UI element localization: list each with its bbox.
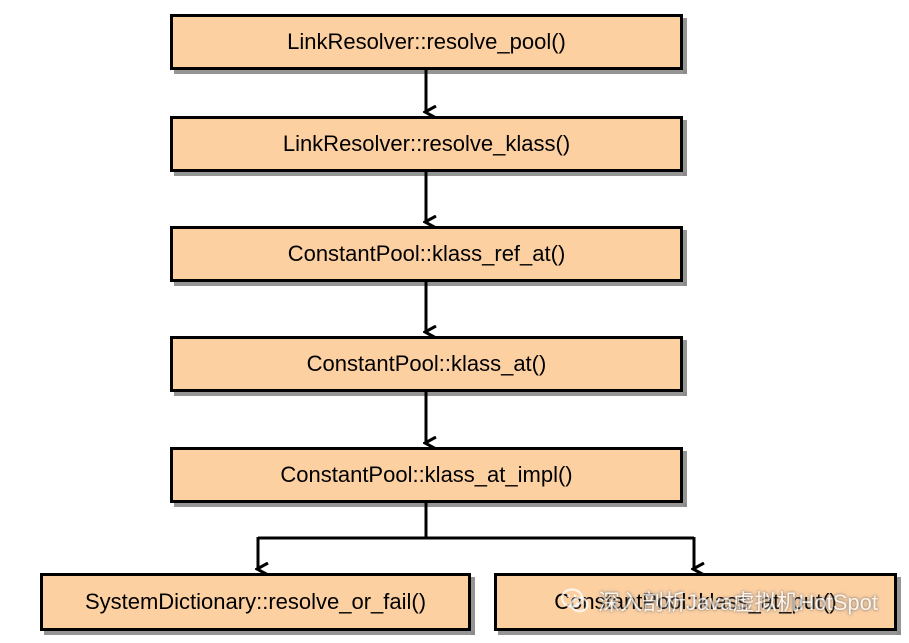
node-shadow [683,230,687,286]
wechat-icon [560,588,589,613]
node-label: ConstantPool::klass_at() [306,351,547,376]
node-resolve-or-fail: SystemDictionary::resolve_or_fail() [40,573,471,631]
node-klass-at-put: ConstantPool::klass_at_put() [494,573,897,631]
node-label: LinkResolver::resolve_klass() [282,131,571,156]
node-shadow [683,340,687,396]
node-shadow [174,172,687,176]
node-shadow [471,577,475,635]
node-label: ConstantPool::klass_ref_at() [287,241,566,266]
node-shadow [174,70,687,74]
node-shadow [44,631,475,635]
node-label: LinkResolver::resolve_pool() [287,29,566,54]
node-klass-ref-at: ConstantPool::klass_ref_at() [170,226,683,282]
node-resolve-klass: LinkResolver::resolve_klass() [170,116,683,172]
node-resolve-pool: LinkResolver::resolve_pool() [170,14,683,70]
node-shadow [897,577,901,635]
node-klass-at-impl: ConstantPool::klass_at_impl() [170,447,683,503]
watermark: 深入剖析Java虚拟机HotSpot [560,584,878,618]
node-label: ConstantPool::klass_at_put() [554,589,837,614]
node-shadow [683,451,687,507]
node-klass-at: ConstantPool::klass_at() [170,336,683,392]
node-shadow [174,282,687,286]
node-shadow [174,503,687,507]
watermark-text: 深入剖析Java虚拟机HotSpot [598,590,878,615]
node-shadow [683,120,687,176]
node-shadow [174,392,687,396]
node-shadow [498,631,901,635]
node-shadow [683,18,687,74]
node-label: ConstantPool::klass_at_impl() [280,462,573,487]
node-label: SystemDictionary::resolve_or_fail() [84,589,427,614]
